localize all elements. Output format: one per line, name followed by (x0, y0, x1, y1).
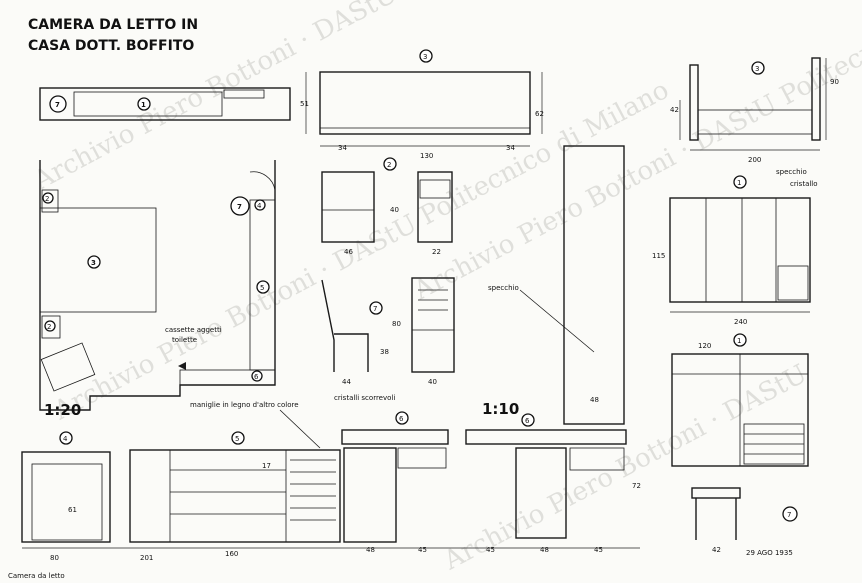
dim-45a: 45 (418, 546, 427, 554)
label-7-stool: 7 (787, 511, 791, 519)
dim-45b: 45 (486, 546, 495, 554)
scale-plan: 1:20 (44, 401, 81, 419)
sheet-title-line2: CASA DOTT. BOFFITO (28, 38, 194, 54)
dim-48-mirror: 48 (590, 396, 599, 404)
label-5-plan: 5 (260, 284, 264, 292)
wardrobe-1: 1 240 115 specchio cristallo (652, 168, 818, 326)
note-cristalli: cristalli scorrevoli (334, 394, 395, 402)
dim-42b: 42 (712, 546, 721, 554)
scale-detail: 1:10 (482, 400, 519, 418)
dim-90: 90 (830, 78, 839, 86)
dim-115: 115 (652, 252, 665, 260)
label-5: 5 (235, 435, 239, 443)
note-specchio: specchio (488, 284, 519, 292)
dim-40b: 40 (428, 378, 437, 386)
label-7-plan: 7 (237, 203, 242, 211)
dim-22: 22 (432, 248, 441, 256)
label-1-sect: 1 (737, 337, 741, 345)
sheet-title-line1: CAMERA DA LETTO IN (28, 17, 198, 33)
archive-watermark: Archivio Piero Bottoni · DAStU Politecni… (28, 0, 862, 577)
dim-40a: 40 (390, 206, 399, 214)
note-toilette: toilette (172, 336, 197, 344)
dim-130: 130 (420, 152, 433, 160)
dim-17: 17 (262, 462, 271, 470)
dim-200: 200 (748, 156, 761, 164)
desk-6-left: 6 cristalli scorrevoli 48 45 (334, 394, 449, 554)
label-4: 4 (63, 435, 68, 443)
dim-34b: 34 (506, 144, 515, 152)
label-7-chair: 7 (373, 305, 377, 313)
dim-44: 44 (342, 378, 351, 386)
note-cassette: cassette aggetti (165, 326, 222, 334)
plan-view: 7 1 3 2 2 5 6 7 4 cassette aggetti toile… (39, 87, 291, 419)
footer-left: Camera da letto (8, 572, 65, 580)
dim-160: 160 (225, 550, 238, 558)
label-1-plan: 1 (141, 101, 146, 109)
dresser-5: 5 160 201 17 maniglie in legno d'altro c… (129, 401, 341, 562)
dim-80: 80 (392, 320, 401, 328)
label-3-side: 3 (755, 65, 759, 73)
dim-72: 72 (632, 482, 641, 490)
note-maniglie: maniglie in legno d'altro colore (190, 401, 299, 409)
dim-46: 46 (344, 248, 353, 256)
dim-201: 201 (140, 554, 153, 562)
label-6b: 6 (525, 417, 530, 425)
label-3-bed: 3 (91, 259, 96, 267)
dim-38: 38 (380, 348, 389, 356)
dim-45c: 45 (594, 546, 603, 554)
label-6a: 6 (399, 415, 404, 423)
note-cristallo: cristallo (790, 180, 818, 188)
note-specchio-top: specchio (776, 168, 807, 176)
label-7-top: 7 (55, 101, 60, 109)
bed-side-elevation: 3 200 90 42 (670, 57, 839, 164)
dim-42: 42 (670, 106, 679, 114)
label-2-cab: 2 (387, 161, 391, 169)
wardrobe-section: 1 120 (671, 333, 809, 467)
desk-6-right: 1:10 6 45 48 45 72 (465, 400, 641, 554)
stool-7: 7 42 (691, 487, 798, 554)
bedside-table-2: 2 46 22 40 (321, 157, 453, 256)
dim-34a: 34 (338, 144, 347, 152)
dim-61: 61 (68, 506, 77, 514)
label-3-front: 3 (423, 53, 427, 61)
label-6-plan: 6 (254, 373, 259, 381)
label-2a: 2 (45, 195, 49, 203)
dim-120: 120 (698, 342, 711, 350)
date-stamp: 29 AGO 1935 (746, 549, 793, 557)
mirror-panel: specchio 48 (488, 145, 625, 425)
chair-7: 7 44 40 80 38 (321, 277, 455, 386)
svg-text:Archivio Piero Bottoni · DAStU: Archivio Piero Bottoni · DAStU (438, 359, 812, 577)
bed-front-elevation: 3 51 62 130 34 34 (300, 49, 544, 160)
dim-80b: 80 (50, 554, 59, 562)
dresser-handles (290, 459, 336, 521)
dim-48a: 48 (366, 546, 375, 554)
dim-48b: 48 (540, 546, 549, 554)
dim-62: 62 (535, 110, 544, 118)
svg-text:Archivio Piero Bottoni · DAStU: Archivio Piero Bottoni · DAStU Politecni… (408, 0, 862, 307)
dim-240: 240 (734, 318, 747, 326)
cabinet-4: 4 80 61 (21, 431, 111, 562)
label-2b: 2 (47, 323, 51, 331)
label-4-plan: 4 (257, 202, 262, 210)
label-1-ward: 1 (737, 179, 741, 187)
dim-51: 51 (300, 100, 309, 108)
